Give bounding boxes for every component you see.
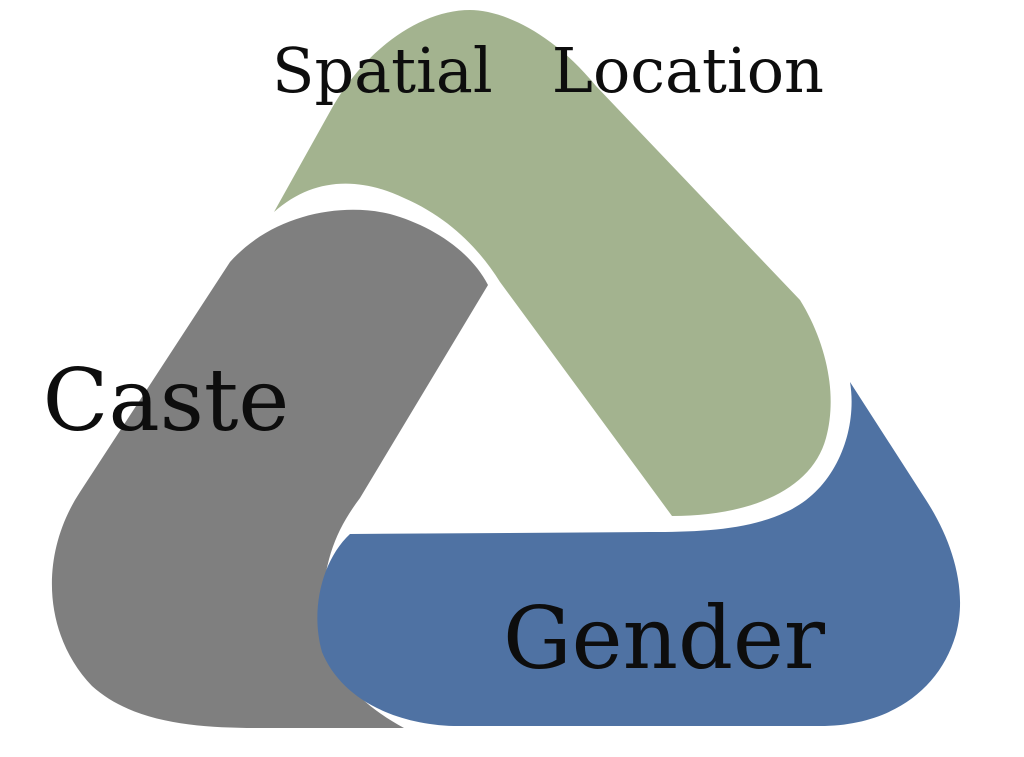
spatial-location-segment: [274, 10, 831, 516]
gender-segment: [317, 382, 961, 726]
gender-label: Gender: [503, 589, 826, 689]
caste-label: Caste: [43, 351, 290, 451]
spatial-location-label: Spatial Location: [272, 34, 824, 107]
caste-segment: [51, 209, 489, 728]
